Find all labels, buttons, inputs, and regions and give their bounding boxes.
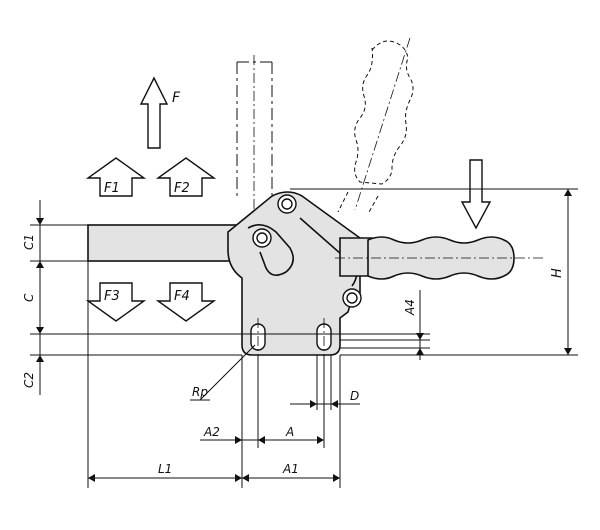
f3-arrow <box>85 282 147 322</box>
f1-arrow <box>85 157 147 197</box>
clamp-handle <box>335 236 545 280</box>
label-a4: A4 <box>403 299 417 316</box>
label-c2: C2 <box>22 372 36 388</box>
force-arrows <box>85 76 492 322</box>
label-d: D <box>350 389 359 403</box>
phantom-handle <box>337 37 414 215</box>
phantom-clamp-arm <box>236 55 273 210</box>
pivot-holes <box>252 194 362 308</box>
label-c1: C1 <box>22 234 36 250</box>
label-f4: F4 <box>174 289 190 304</box>
f2-arrow <box>155 157 217 197</box>
height-dimension <box>290 188 578 356</box>
f4-arrow <box>155 282 217 322</box>
clamp-bar <box>87 224 249 262</box>
label-rp: Rp <box>192 385 208 399</box>
label-f: F <box>172 90 181 106</box>
label-l1: L1 <box>158 462 172 476</box>
bottom-dimensions <box>87 261 360 488</box>
mounting-slots <box>250 318 332 360</box>
label-f2: F2 <box>174 181 190 196</box>
label-f3: F3 <box>104 289 120 304</box>
label-h: H <box>550 268 565 278</box>
label-a2: A2 <box>203 425 220 439</box>
labels: F F1 F2 F3 F4 C1 C C2 H A4 Rp D A2 A L1 … <box>22 90 565 476</box>
label-a: A <box>285 425 294 439</box>
label-f1: F1 <box>104 181 120 196</box>
label-a1: A1 <box>282 462 299 476</box>
a4-dimension <box>340 290 430 360</box>
label-c: C <box>22 293 36 302</box>
left-dimensions <box>30 200 430 395</box>
